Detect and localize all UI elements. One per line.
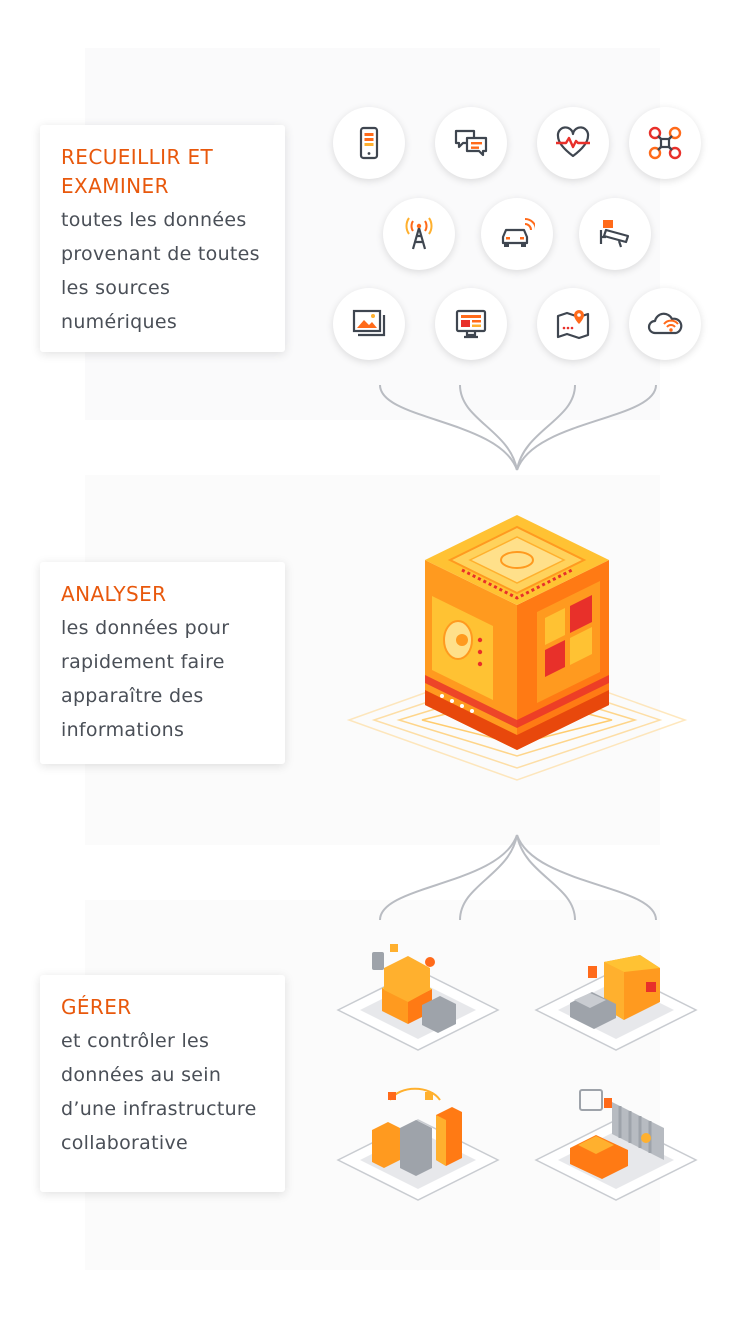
source-icon-smartphone	[333, 107, 405, 179]
source-icon-image-gallery	[333, 288, 405, 360]
connector-lines-bottom	[379, 834, 657, 921]
source-icon-drone	[629, 107, 701, 179]
drone-icon	[648, 126, 682, 160]
heartbeat-icon	[556, 126, 590, 158]
collect-card: RECUEILLIR ET EXAMINER toutes les donnée…	[40, 125, 285, 352]
source-icon-heartbeat	[537, 107, 609, 179]
chat-icon	[454, 129, 488, 157]
source-icon-connected-car	[481, 198, 553, 270]
smartphone-icon	[359, 126, 379, 160]
image-gallery-icon	[352, 309, 386, 337]
manage-body: et contrôler les données au sein d’une i…	[61, 1030, 257, 1154]
manage-card: GÉRER et contrôler les données au sein d…	[40, 975, 285, 1192]
analyze-body: les données pour rapidement faire appara…	[61, 617, 230, 741]
source-icon-wifi-cloud	[629, 288, 701, 360]
security-camera-icon	[599, 220, 630, 248]
analyze-card: ANALYSER les données pour rapidement fai…	[40, 562, 285, 764]
radio-tower-icon	[405, 217, 433, 250]
car-checkpoint-scene	[534, 1089, 698, 1201]
data-processor-cube	[425, 515, 609, 750]
collect-title: RECUEILLIR ET EXAMINER	[61, 145, 214, 198]
collect-body: toutes les données provenant de toutes l…	[61, 209, 260, 333]
source-icon-map-location	[537, 288, 609, 360]
source-icon-security-camera	[579, 198, 651, 270]
source-icon-monitor	[435, 288, 507, 360]
monitor-icon	[455, 309, 487, 339]
manage-title: GÉRER	[61, 995, 132, 1019]
source-icon-radio-tower	[383, 198, 455, 270]
map-location-icon	[556, 310, 590, 340]
connector-lines-top	[379, 384, 657, 471]
vehicle-incident-scene	[534, 955, 698, 1051]
source-icon-chat	[435, 107, 507, 179]
smart-building-scene	[336, 944, 500, 1051]
analyze-title: ANALYSER	[61, 582, 167, 606]
connected-car-icon	[501, 218, 535, 247]
connected-city-scene	[336, 1087, 500, 1201]
wifi-cloud-icon	[647, 312, 683, 335]
